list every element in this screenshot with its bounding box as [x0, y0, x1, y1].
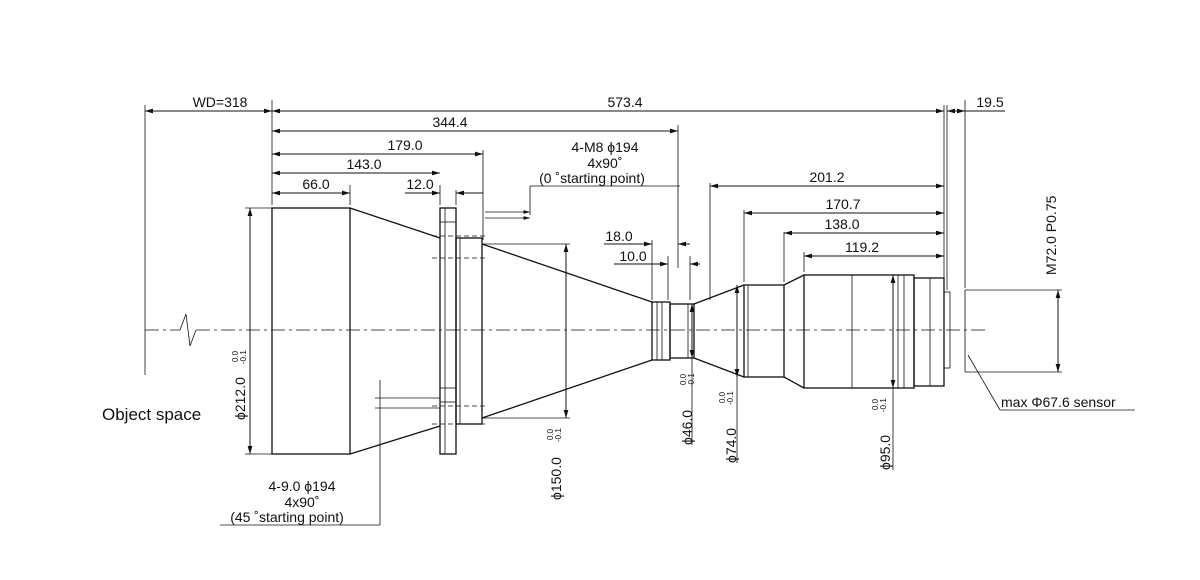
tol-lower: -0.1: [554, 428, 563, 442]
top-hole-line3: (0 ˚starting point): [539, 170, 645, 186]
dim-119: 119.2: [845, 239, 879, 255]
sensor-callout: max Φ67.6 sensor: [967, 354, 1135, 411]
tol-lower: -0.1: [239, 350, 248, 364]
tol-upper: 0.0: [871, 398, 880, 410]
tol-lower: -0.1: [879, 398, 888, 412]
dim-179: 179.0: [387, 137, 422, 153]
dim-138: 138.0: [824, 216, 859, 232]
tol-upper: 0.0: [546, 428, 555, 440]
bottom-hole-callout: 4-9.0 ϕ194 4x90˚ (45 ˚starting point): [220, 380, 440, 526]
optical-axis: [145, 313, 985, 347]
dim-18: 18.0: [605, 228, 632, 244]
dim-d150: ϕ150.0: [548, 457, 564, 500]
diameter-dimensions: ϕ212.0 0.0 -0.1 ϕ150.0 0.0 -0.1 ϕ46.0 0.…: [231, 195, 1061, 500]
bottom-hole-line1: 4-9.0 ϕ194: [269, 478, 336, 494]
dim-d74: ϕ74.0: [723, 428, 739, 463]
dim-back: 19.5: [976, 94, 1003, 110]
extension-lines: [144, 100, 966, 375]
top-hole-callout: 4-M8 ϕ194 4x90˚ (0 ˚starting point): [485, 139, 680, 220]
tol-upper: 0.0: [679, 373, 688, 385]
bottom-hole-line2: 4x90˚: [284, 494, 319, 510]
dim-170: 170.7: [825, 196, 860, 212]
dim-10: 10.0: [619, 248, 646, 264]
dim-d46: ϕ46.0: [679, 410, 695, 445]
flange-hidden-lines: [432, 235, 485, 425]
dim-d212: ϕ212.0: [232, 377, 248, 420]
dim-d95: ϕ95.0: [877, 435, 893, 470]
sensor-label: max Φ67.6 sensor: [1001, 394, 1116, 410]
tol-upper: 0.0: [231, 350, 240, 362]
horizontal-dimensions: WD=318 573.4 19.5 344.4 179.0 143.0 66.0…: [145, 94, 1005, 267]
dim-overall: 573.4: [607, 94, 642, 110]
dim-66: 66.0: [302, 176, 329, 192]
dim-wd: WD=318: [193, 94, 248, 110]
thread-label: M72.0 P0.75: [1043, 195, 1059, 275]
top-hole-line1: 4-M8 ϕ194: [572, 139, 639, 155]
lens-body: [271, 207, 1062, 455]
object-space-label: Object space: [102, 405, 201, 424]
tol-upper: 0.0: [718, 391, 727, 403]
top-hole-line2: 4x90˚: [587, 155, 622, 171]
bottom-hole-line3: (45 ˚starting point): [230, 509, 344, 525]
dim-143: 143.0: [346, 156, 381, 172]
tol-lower: -0.1: [687, 373, 696, 387]
dim-344: 344.4: [432, 114, 467, 130]
dim-201: 201.2: [809, 169, 844, 185]
dim-12: 12.0: [406, 176, 433, 192]
tol-lower: -0.1: [726, 391, 735, 405]
